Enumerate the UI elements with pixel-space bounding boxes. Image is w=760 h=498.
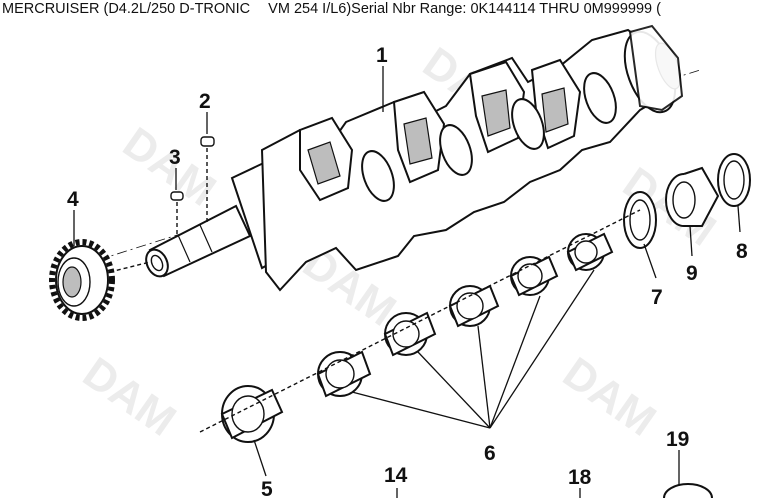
key-upper: [200, 136, 215, 147]
callout-5: 5: [261, 478, 273, 498]
thrust-washer: [717, 153, 751, 207]
watermark: DAM: [554, 348, 664, 446]
callout-4: 4: [67, 188, 79, 211]
thrust-washer: [623, 191, 657, 249]
callout-18: 18: [568, 466, 592, 489]
callout-14: 14: [384, 464, 408, 487]
main-bearing-shell: [448, 284, 500, 328]
callout-8: 8: [736, 240, 748, 263]
callout-2: 2: [199, 90, 211, 113]
key-lower: [170, 191, 184, 201]
header-model: MERCRUISER (D4.2L/250 D-TRONIC: [2, 1, 251, 17]
seal-ring: [663, 483, 713, 498]
watermark: DAM: [74, 348, 184, 446]
leader-lines: [73, 66, 741, 498]
main-bearing-flanged: [665, 166, 720, 227]
timing-gear: [49, 239, 115, 321]
main-bearing-shell: [220, 385, 284, 443]
main-bearing-shell: [316, 350, 372, 398]
callout-3: 3: [169, 146, 181, 169]
callout-7: 7: [651, 286, 663, 309]
callout-1: 1: [376, 44, 388, 67]
callout-6: 6: [484, 442, 496, 465]
callout-9: 9: [686, 262, 698, 285]
header-serial-range: VM 254 I/L6)Serial Nbr Range: 0K144114 T…: [268, 1, 661, 17]
callout-19: 19: [666, 428, 689, 451]
diagram-header: MERCRUISER (D4.2L/250 D-TRONIC VM 254 I/L…: [0, 0, 760, 20]
main-bearing-shell: [383, 311, 437, 357]
main-bearing-shell: [509, 255, 559, 297]
main-bearing-shell: [566, 232, 614, 272]
